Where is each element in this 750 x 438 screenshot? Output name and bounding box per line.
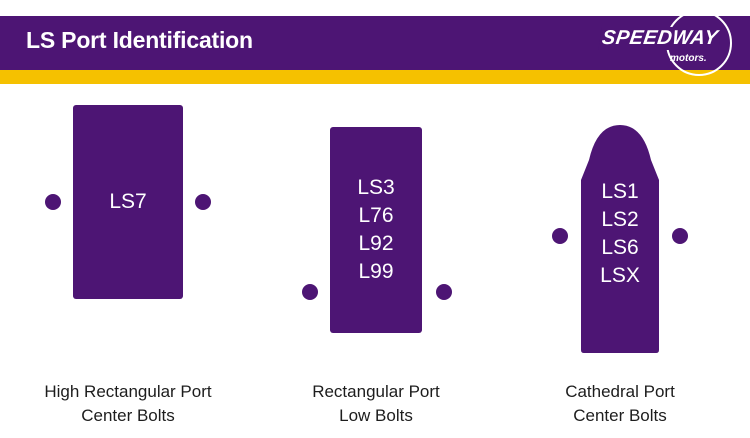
engine-label: LS2	[601, 208, 639, 231]
logo-subtext: motors.	[670, 53, 707, 64]
bolt-hole-left	[302, 284, 318, 300]
port-caption: High Rectangular Port Center Bolts	[3, 380, 253, 428]
page-title: LS Port Identification	[26, 27, 253, 53]
engine-label: LSX	[600, 264, 640, 287]
caption-line: Center Bolts	[573, 406, 667, 425]
bolt-hole-left	[552, 228, 568, 244]
bolt-hole-right	[195, 194, 211, 210]
cathedral-engine-list: LS1 LS2 LS6 LSX	[579, 178, 661, 290]
caption-line: Low Bolts	[339, 406, 413, 425]
caption-line: Center Bolts	[81, 406, 175, 425]
engine-label: LS6	[601, 236, 639, 259]
engine-label: L99	[358, 260, 394, 283]
logo-wordmark: SPEEDWAY	[598, 27, 722, 50]
cathedral-port-shape	[581, 125, 659, 353]
high-rectangular-port-shape: LS7	[73, 105, 183, 299]
engine-label: LS1	[601, 180, 639, 203]
engine-label: L92	[358, 232, 394, 255]
engine-label: LS3	[357, 176, 395, 199]
caption-line: Cathedral Port	[565, 382, 675, 401]
engine-label: LS7	[109, 190, 147, 213]
speedway-logo: SPEEDWAY motors.	[586, 10, 750, 78]
bolt-hole-left	[45, 194, 61, 210]
engine-label: L76	[358, 204, 394, 227]
port-caption: Cathedral Port Center Bolts	[495, 380, 745, 428]
caption-line: High Rectangular Port	[44, 382, 212, 401]
accent-stripe	[0, 70, 750, 84]
bolt-hole-right	[436, 284, 452, 300]
port-caption: Rectangular Port Low Bolts	[251, 380, 501, 428]
rectangular-port-shape: LS3 L76 L92 L99	[330, 127, 422, 333]
caption-line: Rectangular Port	[312, 382, 440, 401]
bolt-hole-right	[672, 228, 688, 244]
